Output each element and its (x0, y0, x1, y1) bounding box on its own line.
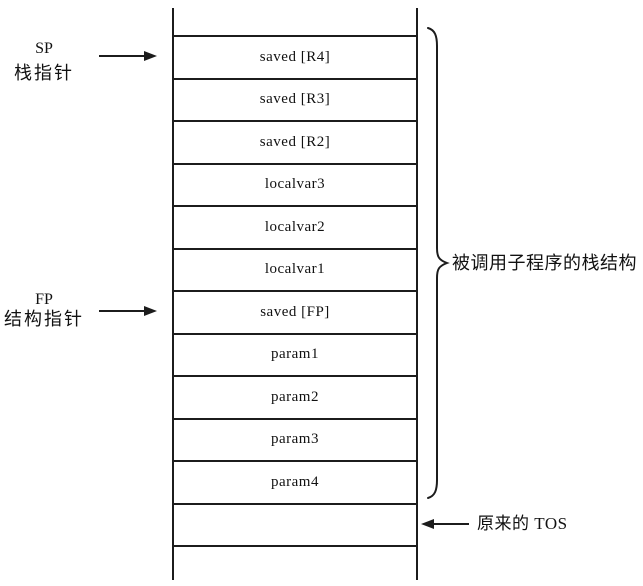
stack-cell: param1 (174, 332, 416, 376)
sp-abbr: SP (35, 40, 53, 57)
stack-cell-label: localvar3 (264, 176, 326, 193)
stack-cell: localvar2 (174, 205, 416, 248)
fp-abbr: FP (35, 291, 53, 308)
stack-cell: saved [R3] (174, 77, 416, 121)
stack-cell-label: param2 (271, 388, 319, 405)
stack-cell-label: param4 (271, 473, 319, 490)
tos-arrow-icon (421, 519, 469, 529)
stack-cell-label: saved [R2] (259, 133, 331, 150)
stack-open-top (174, 8, 416, 35)
sp-name: 栈指针 (14, 63, 74, 83)
fp-name: 结构指针 (4, 309, 84, 329)
frame-brace-label: 被调用子程序的栈结构 (452, 253, 637, 273)
stack-cell: localvar3 (174, 162, 416, 206)
stack-cell-label: saved [FP] (260, 303, 330, 320)
frame-brace-icon (427, 27, 450, 499)
stack-cell-label: saved [R3] (259, 91, 331, 108)
stack-cell-label: param1 (271, 346, 319, 363)
stack-open-bottom (174, 545, 416, 580)
stack-cell: param4 (174, 460, 416, 503)
stack-cell: saved [R2] (174, 120, 416, 163)
stack-cell-label: localvar1 (264, 261, 326, 278)
stack-cell: param2 (174, 375, 416, 418)
fp-pointer-label: FP 结构指针 (0, 290, 88, 329)
stack-cell: localvar1 (174, 247, 416, 291)
stack-cell-label: localvar2 (264, 218, 326, 235)
sp-arrow-icon (99, 51, 157, 61)
stack-cell-label: saved [R4] (259, 48, 331, 65)
tos-label: 原来的 TOS (477, 514, 568, 533)
stack-cell: saved [R4] (174, 35, 416, 78)
fp-arrow-icon (99, 306, 157, 316)
sp-pointer-label: SP 栈指针 (0, 37, 88, 85)
stack-cell-old-tos (174, 502, 416, 546)
stack-cell-label: param3 (271, 431, 319, 448)
stack-column: saved [R4] saved [R3] saved [R2] localva… (172, 8, 418, 580)
stack-cell: param3 (174, 417, 416, 461)
stack-cell: saved [FP] (174, 290, 416, 333)
